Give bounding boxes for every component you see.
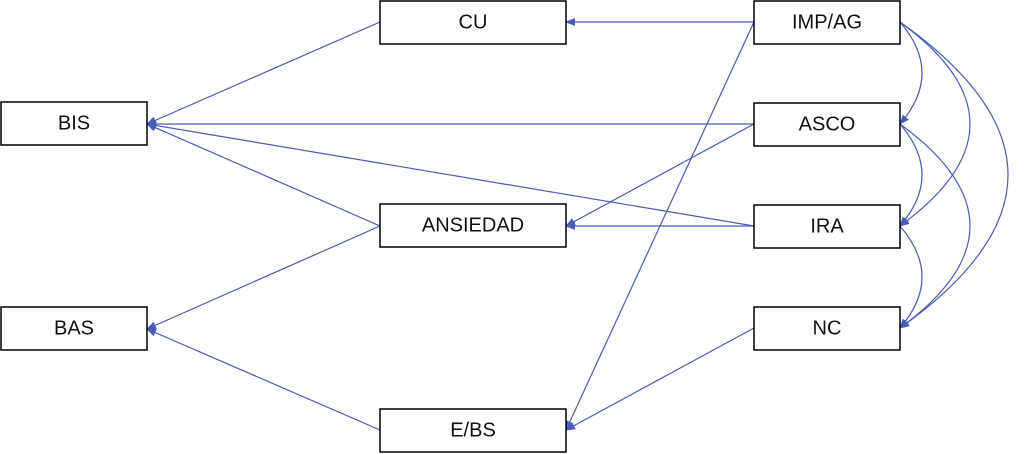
node-ansiedad: ANSIEDAD [379, 203, 567, 248]
correlation-asco-nc [890, 115, 971, 329]
node-ebs-label: E/BS [450, 419, 496, 441]
edges-layer [146, 12, 1009, 431]
edge-ebs-to-bas [146, 328, 381, 431]
edge-impag-to-ebs [565, 21, 755, 431]
correlation-ira-nc [891, 216, 923, 329]
node-nc: NC [753, 306, 901, 351]
node-impag-label: IMP/AG [792, 11, 862, 33]
node-ansiedad-label: ANSIEDAD [422, 214, 524, 236]
node-cu: CU [379, 0, 567, 45]
node-nc-label: NC [813, 317, 842, 339]
edge-nc-to-ebs [565, 327, 755, 431]
node-asco: ASCO [753, 102, 901, 147]
edge-ira-to-bis [146, 121, 755, 227]
edge-ansiedad-to-bis [146, 123, 381, 227]
node-bas-label: BAS [54, 317, 94, 339]
correlation-impag-nc [890, 13, 1009, 329]
node-bis-label: BIS [58, 112, 90, 134]
correlation-impag-ira [890, 13, 971, 227]
node-asco-label: ASCO [799, 113, 856, 135]
node-ebs: E/BS [379, 408, 567, 453]
edge-cu-to-bis [146, 21, 381, 125]
node-impag: IMP/AG [753, 0, 901, 45]
edge-asco-to-ansiedad [565, 123, 755, 227]
node-bas: BAS [0, 306, 148, 351]
edge-ansiedad-to-bas [146, 225, 381, 330]
node-cu-label: CU [459, 11, 488, 33]
node-ira: IRA [753, 204, 901, 249]
node-ira-label: IRA [810, 215, 844, 237]
node-bis: BIS [0, 101, 148, 146]
